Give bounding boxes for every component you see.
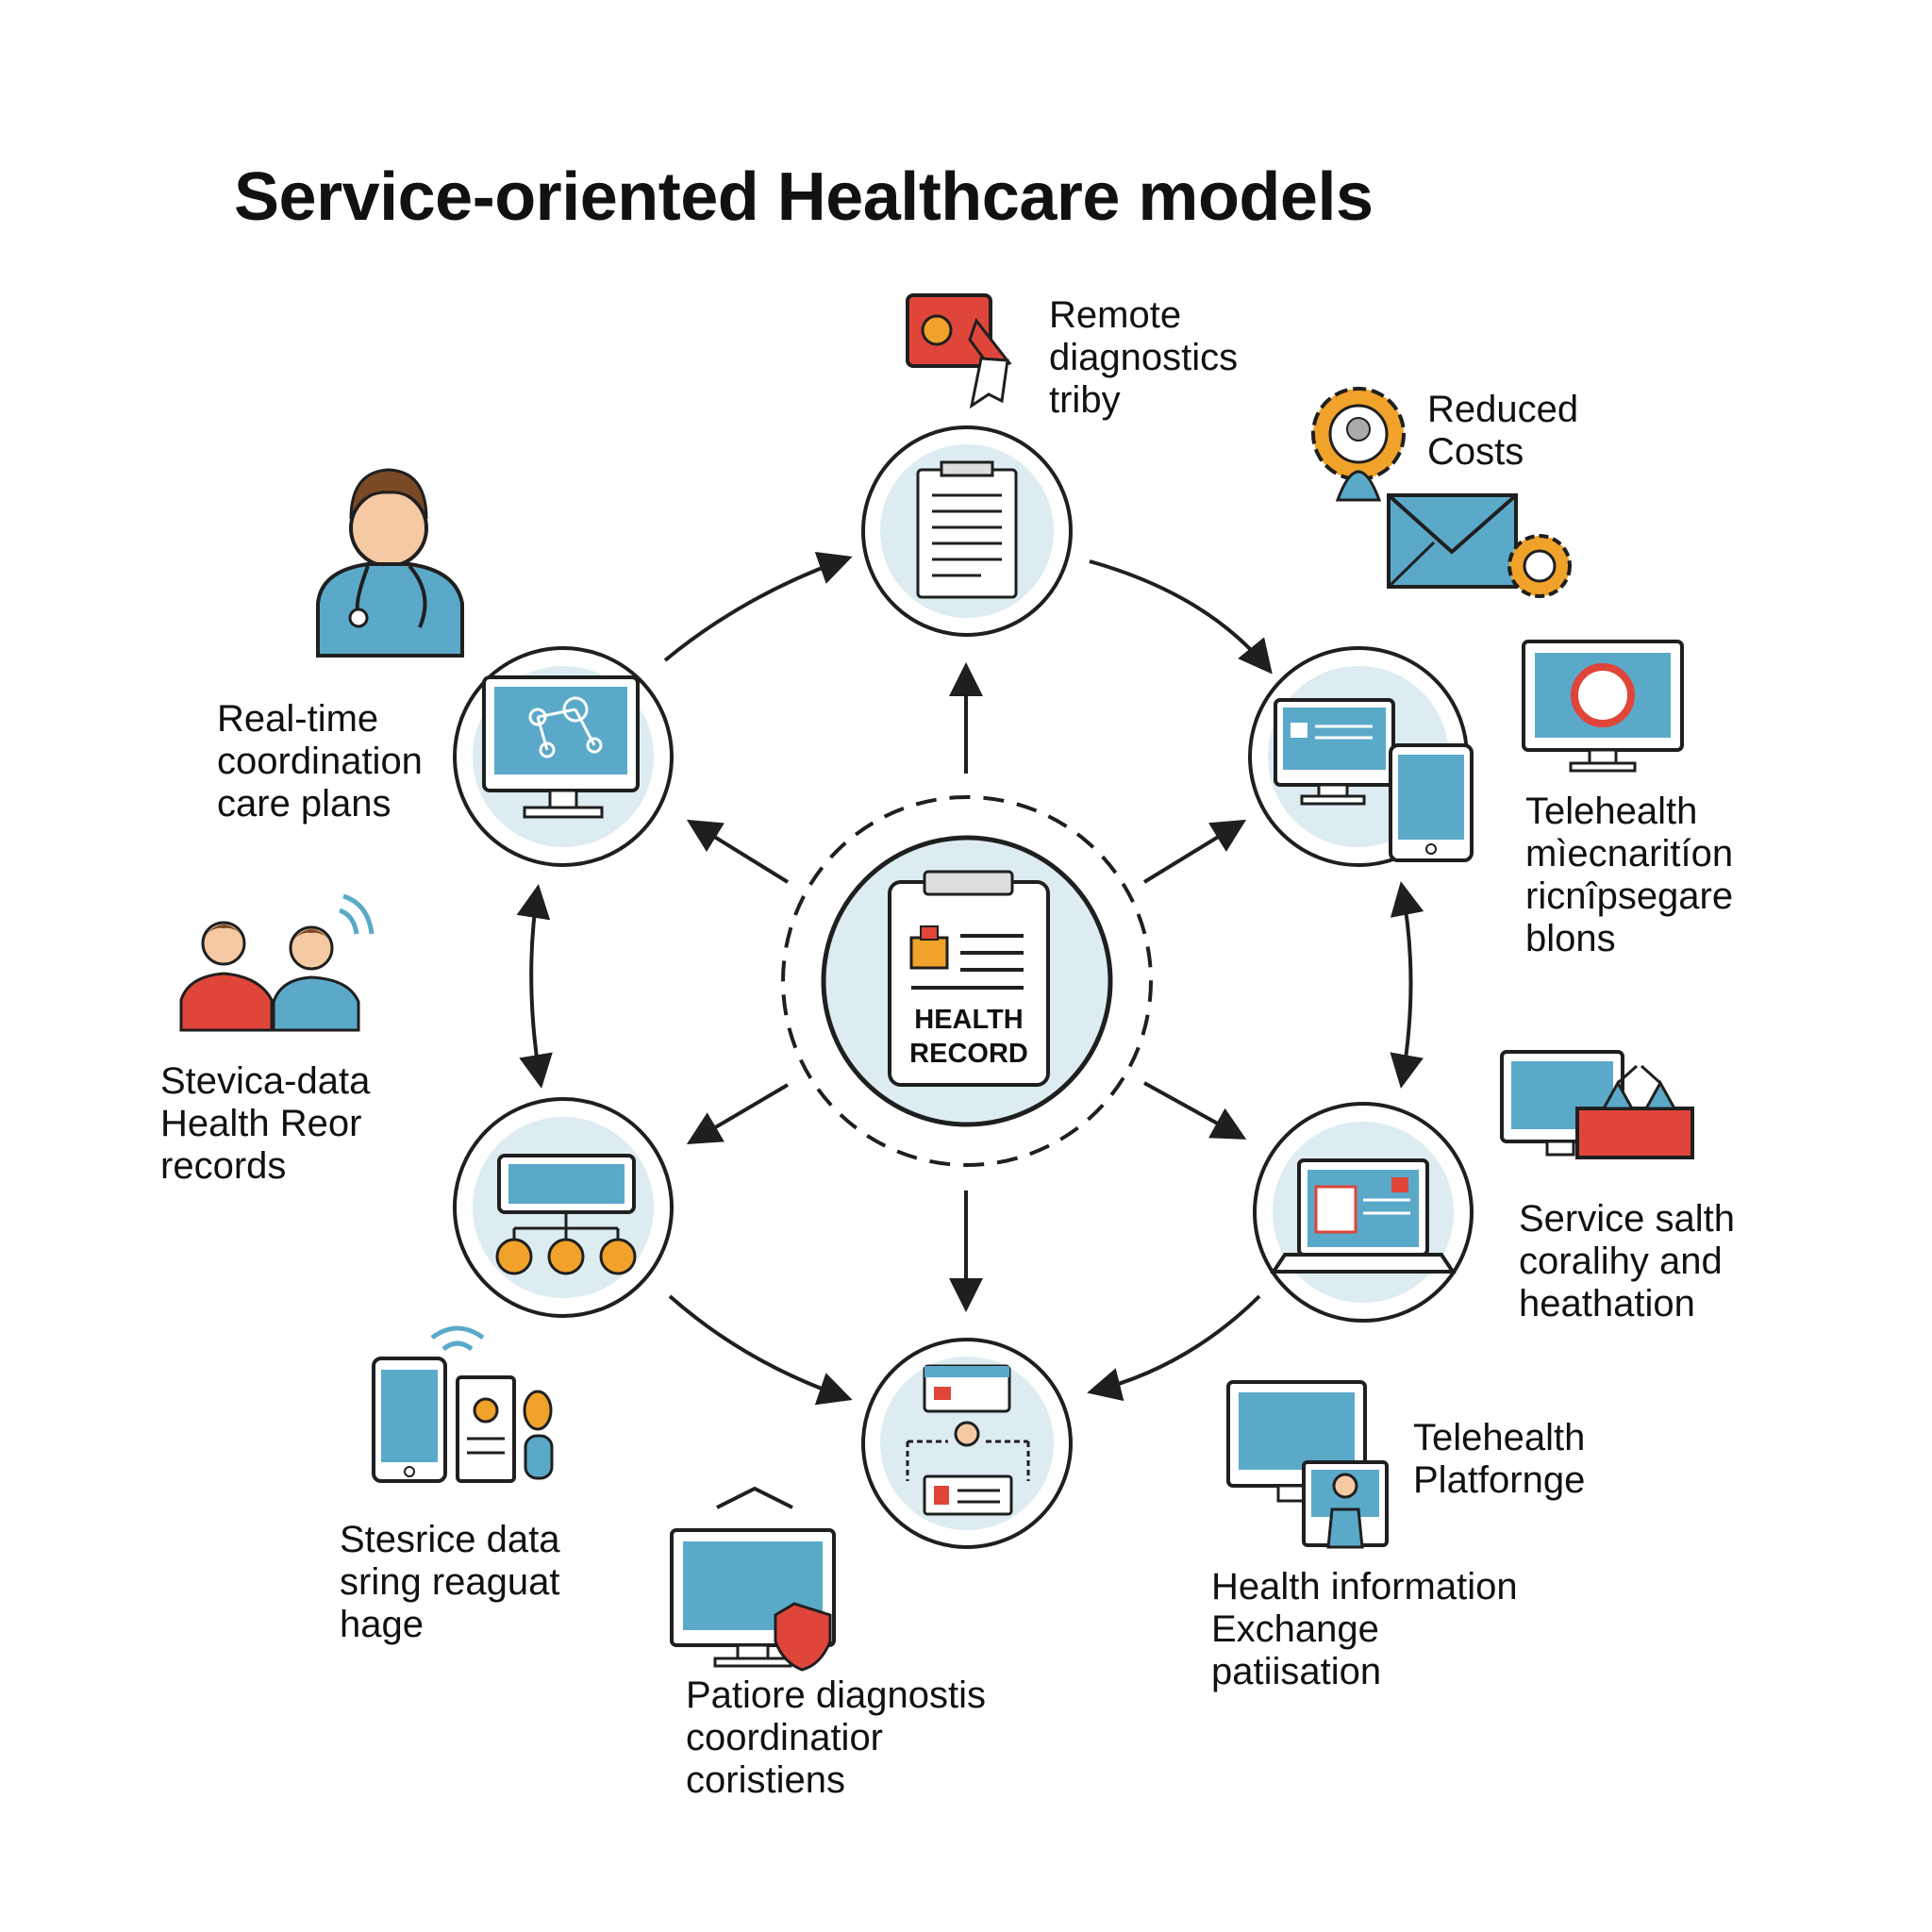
envelope-icon: [1387, 493, 1518, 589]
label-telehealth-platform: Telehealth Platfornge: [1413, 1417, 1586, 1501]
diagram-title: Service-oriented Healthcare models: [234, 159, 1374, 235]
node-patient-workflow: [861, 1338, 1073, 1549]
ribbon-tag-icon: [906, 293, 1012, 409]
spoke-lower-left: [686, 1083, 790, 1145]
node-monitor-network: [453, 646, 674, 867]
node-document: [861, 425, 1073, 637]
label-health-information-exchange: Health information Exchange patiisation: [1211, 1566, 1518, 1692]
gear-icon: [1311, 387, 1406, 502]
wifi-icon: [430, 1325, 485, 1352]
record-badge-icon: [909, 936, 949, 970]
arrow-left-to-top: [663, 551, 853, 662]
node-desktop-tablet: [1248, 646, 1474, 867]
label-patient-diagnostics: Patiore diagnostis coordinatior coristie…: [686, 1674, 986, 1801]
spoke-upper-right: [1142, 819, 1247, 884]
label-service-quality: Service salth coralihy and heathation: [1519, 1198, 1735, 1324]
arrow-bottomright-to-bottom: [1087, 1294, 1261, 1402]
monitor-alert-icon: [1522, 640, 1684, 773]
label-service-data-records: Stevica-data Health Reor records: [160, 1060, 371, 1187]
arrow-bottomleft-to-bottom: [668, 1294, 853, 1406]
telehealth-monitor-icon: [1226, 1380, 1389, 1549]
label-realtime-coordination: Real-time coordination care plans: [217, 698, 423, 824]
label-reduced-costs: Reduced Costs: [1427, 389, 1579, 473]
two-people-icon: [179, 893, 375, 1032]
monitor-shield-icon: [670, 1486, 836, 1672]
label-telehealth-mechanism: Telehealth mìecnaritíon ricnîpsegare blo…: [1525, 791, 1734, 959]
spoke-upper-left: [686, 819, 790, 884]
label-remote-diagnostics: Remote diagnostics triby: [1049, 294, 1239, 421]
doctor-avatar-icon: [1332, 1473, 1358, 1499]
doctor-avatar-icon: [316, 468, 464, 658]
arrow-top-to-right: [1089, 559, 1273, 675]
label-service-data-sharing: Stesrice data sring reaguat hage: [340, 1519, 560, 1645]
arrow-left-updown: [516, 884, 553, 1089]
center-hub: HEALTH RECORD: [781, 795, 1153, 1167]
node-dot-icon: [599, 1238, 637, 1275]
center-dashed-ring: [781, 795, 1153, 1167]
monitor-lab-icon: [1500, 1050, 1694, 1159]
phone-badge-icon: [372, 1325, 554, 1483]
center-label-line1: HEALTH: [914, 1005, 1023, 1035]
clipboard-clip: [923, 870, 1014, 896]
arrow-right-updown: [1390, 881, 1424, 1089]
document-icon: [916, 468, 1018, 599]
center-label-line2: RECORD: [909, 1039, 1028, 1069]
node-dot-icon: [495, 1238, 533, 1275]
patient-avatar-icon: [954, 1421, 980, 1447]
node-hierarchy: [453, 1097, 674, 1318]
ring-arrows: [516, 551, 1424, 1406]
small-gear-icon: [1507, 534, 1572, 598]
wifi-icon: [339, 893, 375, 935]
flask-icon: [1643, 1079, 1677, 1110]
node-dot-icon: [547, 1238, 585, 1275]
shield-icon: [774, 1602, 832, 1672]
spoke-arrows: [686, 662, 1247, 1312]
node-laptop: [1253, 1102, 1474, 1323]
network-icon: [528, 696, 603, 758]
flask-icon: [1601, 1079, 1635, 1110]
spoke-lower-right: [1143, 1081, 1247, 1140]
